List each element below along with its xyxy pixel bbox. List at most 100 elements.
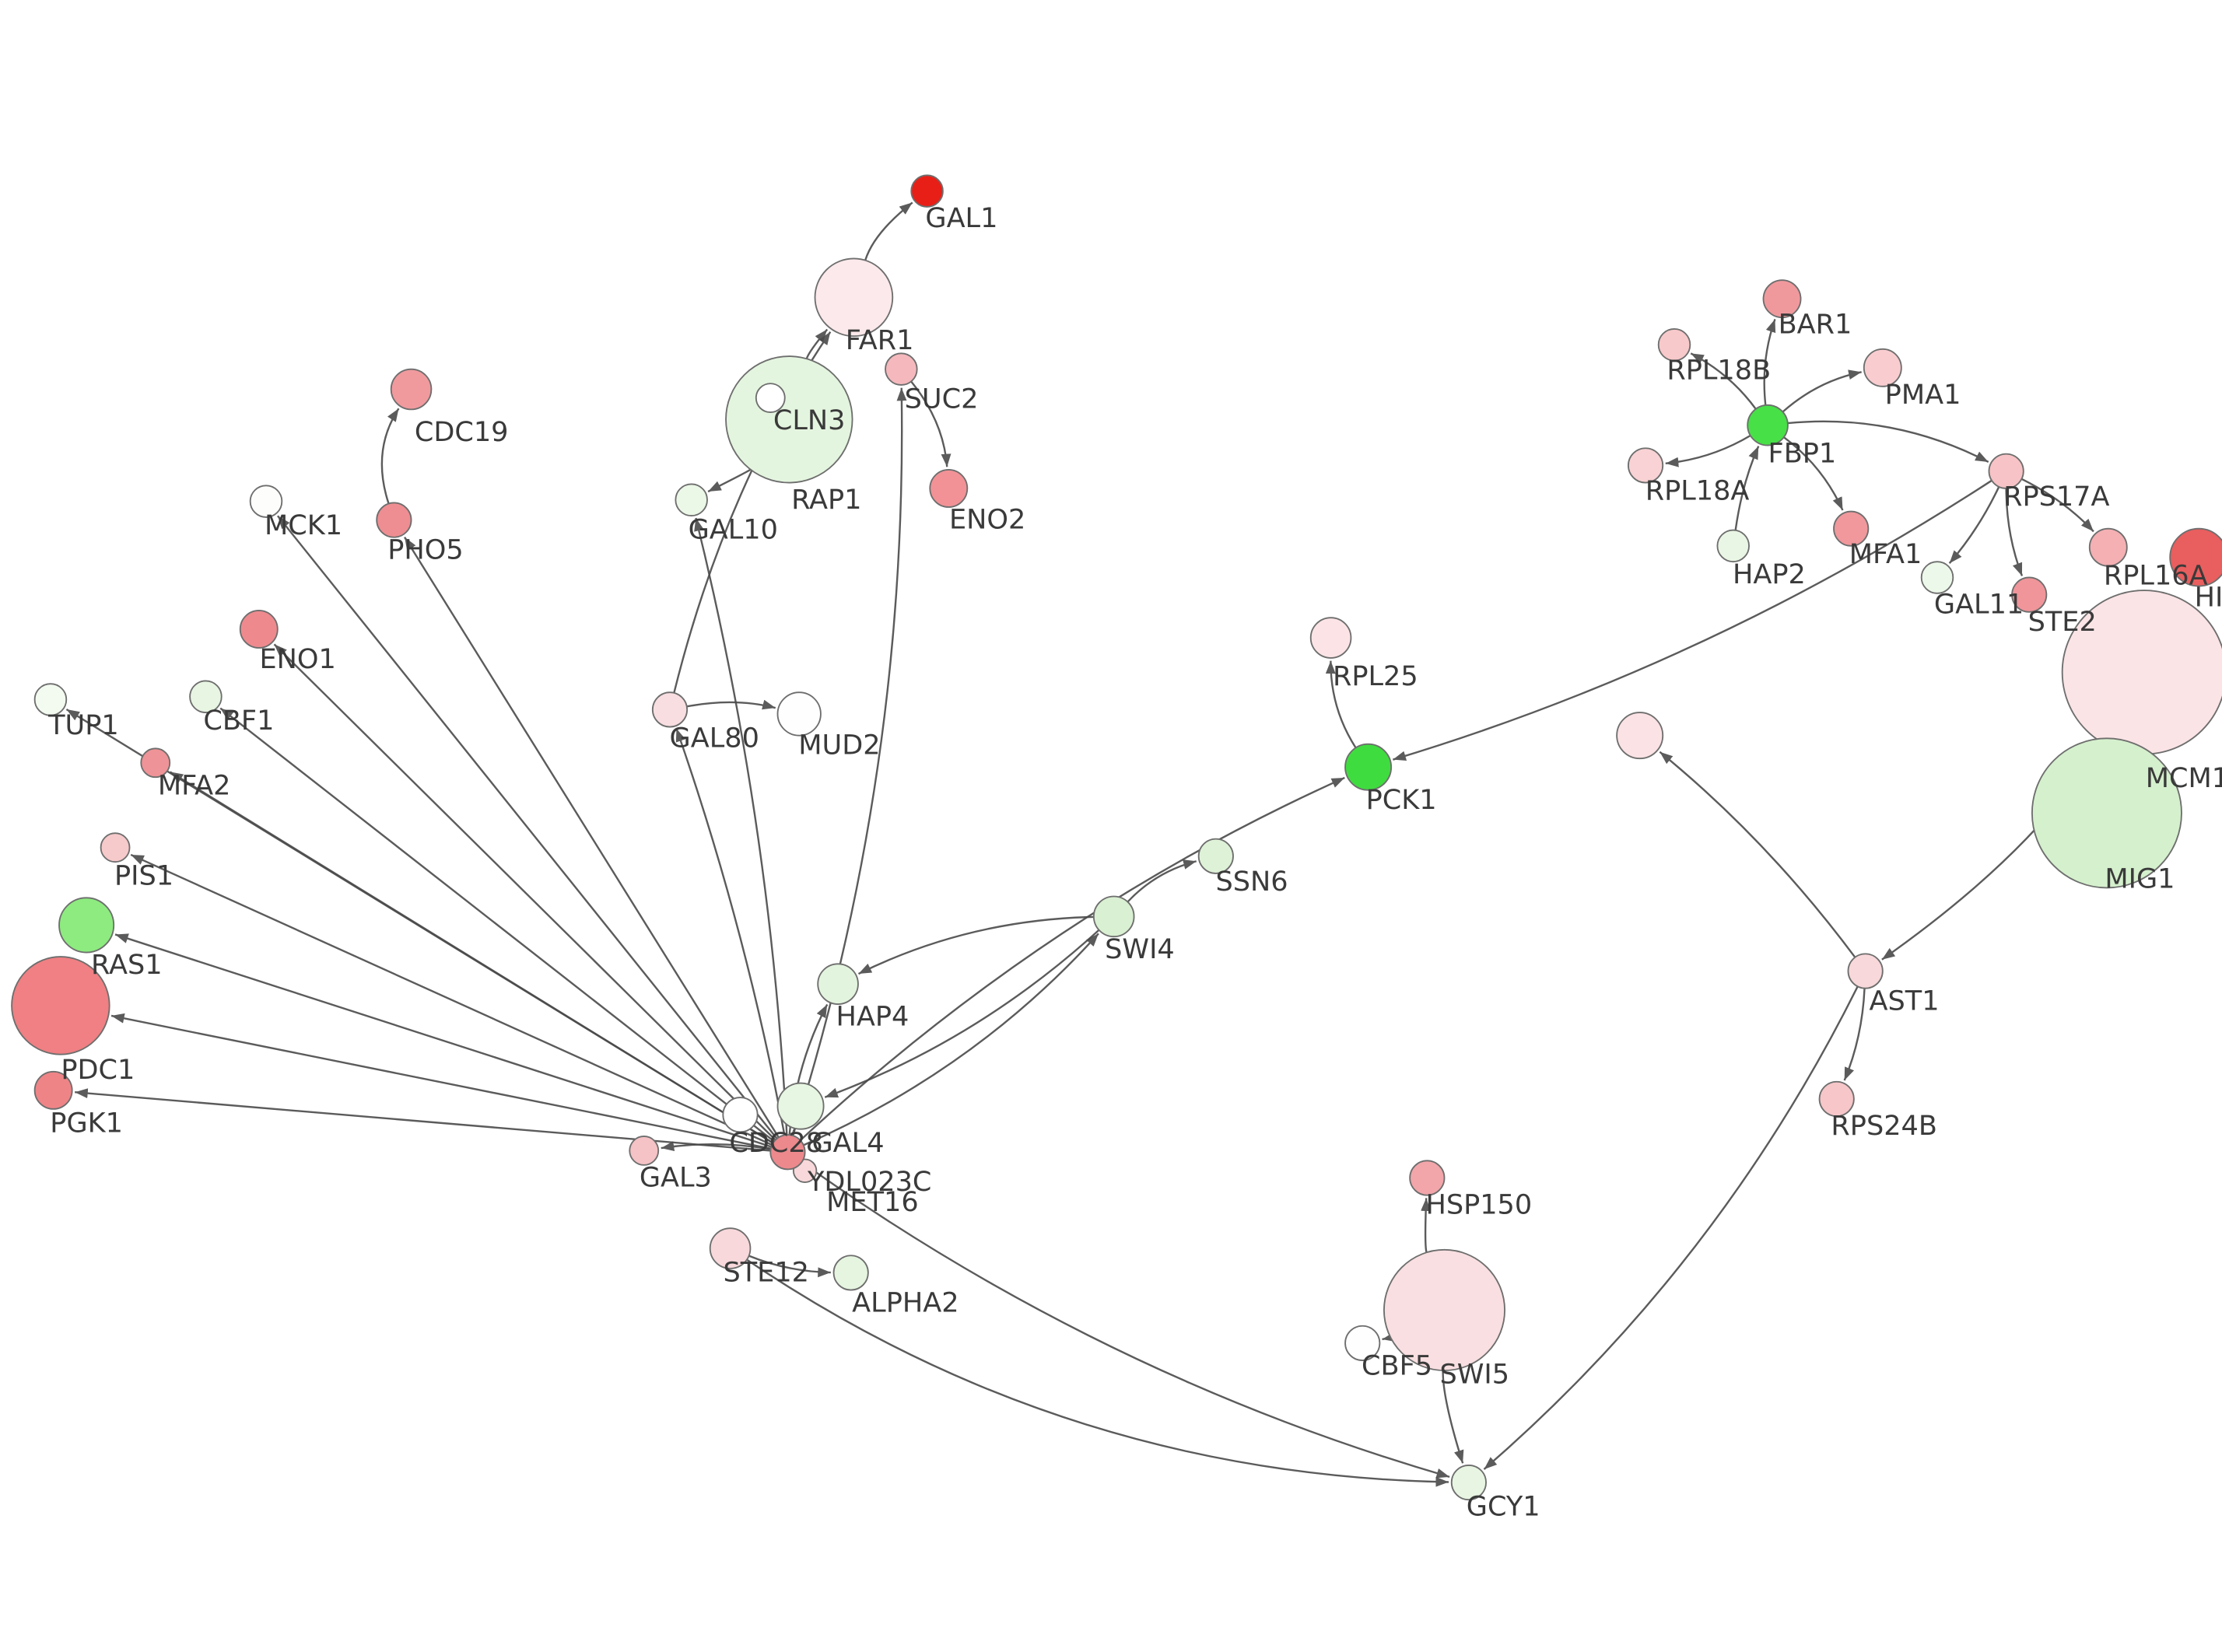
node-his4[interactable] [2169,527,2222,587]
node-ras1[interactable] [58,897,115,954]
node-rpl18b[interactable] [1657,328,1691,362]
node-eno2[interactable] [929,469,969,508]
edge-gal4-eno1[interactable] [273,643,776,1141]
edge-fbp1-rpl18a[interactable] [1665,434,1751,467]
edge-ste12-alpha2[interactable] [748,1255,831,1278]
node-suc2[interactable] [885,352,918,386]
edge-gal4-ras1[interactable] [114,933,772,1148]
edge-gal4-gal10[interactable] [694,517,788,1136]
node-gal11[interactable] [1920,561,1954,594]
edge-cln3-far1[interactable] [805,328,829,359]
edge-gal4-cbf1[interactable] [219,707,775,1143]
node-alpha2[interactable] [832,1255,869,1291]
edge-rps17a-rpl16a[interactable] [2020,478,2094,533]
node-cbf5[interactable] [1344,1325,1381,1361]
edge-gal80-mud2[interactable] [686,699,776,710]
node-label-mfa2: MFA2 [158,769,231,801]
edge-ast1-node_x[interactable] [1659,751,1856,958]
node-pis1[interactable] [100,832,131,863]
node-cbf1[interactable] [189,680,223,714]
node-ste2[interactable] [2011,576,2048,613]
edge-gal4-pis1[interactable] [130,853,773,1146]
node-gcy1[interactable] [1450,1464,1487,1501]
node-rap1[interactable] [755,383,786,413]
node-node_x[interactable] [1616,712,1664,760]
edge-far1-gal1[interactable] [864,201,913,261]
node-ste12[interactable] [709,1227,752,1269]
node-rpl18a[interactable] [1627,447,1664,484]
edge-pho5-cdc19[interactable] [380,408,400,504]
node-swi4[interactable] [1092,895,1135,938]
edge-gal4-swi4[interactable] [803,933,1099,1146]
edge-gal4-pgk1[interactable] [75,1088,771,1152]
node-cdc28[interactable] [722,1097,759,1133]
edge-rps17a-pck1[interactable] [1393,479,1992,761]
edge-swi4-hap4[interactable] [857,915,1094,975]
edge-gal4-mck1[interactable] [277,515,778,1139]
edge-fbp1-bar1[interactable] [1763,318,1776,406]
node-ssn6[interactable] [1197,838,1234,874]
edge-rps17a-ste2[interactable] [2005,488,2024,576]
node-rpl25[interactable] [1309,617,1352,659]
node-rps17a[interactable] [1988,453,2024,489]
node-hsp150[interactable] [1409,1160,1446,1196]
edge-fbp1-rpl18b[interactable] [1690,352,1757,410]
node-mfa2[interactable] [140,747,171,779]
node-gal4[interactable] [769,1134,806,1171]
node-swi5[interactable] [1383,1248,1505,1371]
edge-gal4-suc2[interactable] [791,387,907,1136]
node-pck1[interactable] [1344,743,1393,791]
edge-gal4-pdc1[interactable] [110,1013,771,1150]
node-pma1[interactable] [1863,348,1902,387]
edge-swi4-met16[interactable] [824,929,1100,1098]
node-label-cdc28: CDC28 [729,1127,823,1159]
edge-fbp1-pma1[interactable] [1782,369,1862,413]
node-gal3[interactable] [629,1136,660,1166]
edge-fbp1-mfa1[interactable] [1783,436,1844,511]
edge-ast1-rps24b[interactable] [1843,988,1866,1081]
edge-pck1-rpl25[interactable] [1325,660,1357,748]
node-tup1[interactable] [33,683,68,716]
node-hap4[interactable] [817,963,859,1005]
node-met16[interactable] [776,1082,825,1130]
edge-gal4-pck1[interactable] [799,776,1345,1141]
node-mud2[interactable] [776,691,822,737]
node-rpl16a[interactable] [2088,527,2128,567]
node-label-ras1: RAS1 [91,949,163,981]
node-far1[interactable] [814,257,894,338]
edge-hap2-fbp1[interactable] [1734,446,1760,530]
edge-gal4-mfa2[interactable] [169,771,774,1144]
node-gal10[interactable] [675,483,708,516]
node-cdc19[interactable] [390,368,433,411]
node-hap2[interactable] [1716,529,1750,563]
node-label-ste2: STE2 [2028,606,2097,638]
node-mck1[interactable] [249,485,283,518]
node-cln3[interactable] [725,355,853,484]
node-mfa1[interactable] [1833,510,1870,547]
edge-swi5-hsp150[interactable] [1421,1198,1432,1253]
node-ast1[interactable] [1847,953,1884,989]
node-mig1[interactable] [2031,737,2182,889]
edge-swi4-ssn6[interactable] [1127,859,1197,903]
edge-gal4-gal3[interactable] [661,1141,771,1152]
edge-gal4-gcy1[interactable] [801,1161,1450,1479]
node-label-mcm1: MCM1 [2146,762,2222,794]
node-gal80[interactable] [651,691,689,728]
edge-rps17a-gal11[interactable] [1948,486,2000,564]
edge-suc2-eno2[interactable] [910,380,952,467]
node-bar1[interactable] [1762,279,1802,319]
node-gal1[interactable] [910,174,944,208]
node-eno1[interactable] [239,610,279,649]
node-fbp1[interactable] [1747,404,1789,446]
edge-ste12-gcy1[interactable] [746,1258,1449,1487]
edge-gal4-pho5[interactable] [404,536,780,1139]
node-label-pho5: PHO5 [387,534,463,565]
edge-swi5-gcy1[interactable] [1442,1370,1464,1464]
edge-ast1-gcy1[interactable] [1483,985,1859,1470]
edge-fbp1-rps17a[interactable] [1787,420,1989,464]
edge-gal4-gal80[interactable] [675,728,786,1136]
node-pgk1[interactable] [33,1070,73,1110]
node-pho5[interactable] [376,502,412,538]
node-rps24b[interactable] [1818,1080,1855,1118]
node-pdc1[interactable] [11,956,110,1055]
